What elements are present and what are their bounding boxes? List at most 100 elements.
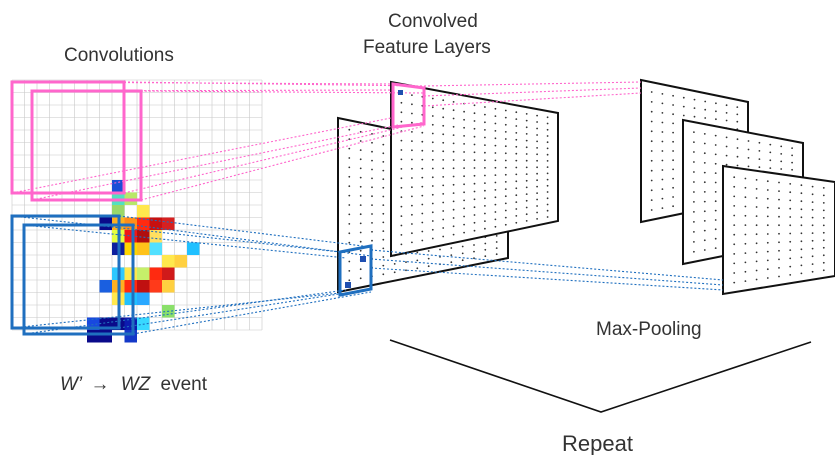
panel-dot [733,214,736,217]
panel-dot [525,153,528,155]
panel-dot [359,240,362,243]
panel-dot [515,138,518,141]
panel-dot [525,199,528,202]
panel-dot [473,112,476,115]
panel-dot [427,265,430,268]
panel-dot [703,133,706,135]
panel-dot [371,230,373,233]
panel-dot [427,257,430,260]
panel-dot [525,206,528,209]
convolved-label-line2: Feature Layers [363,37,491,58]
panel-dot [546,160,549,162]
panel-dot [431,158,434,161]
panel-dot [693,201,695,203]
panel-dot [400,196,403,199]
panel-dot [484,189,486,192]
panel-dot [766,189,769,191]
panel-dot [789,232,792,235]
panel-dot [672,186,674,189]
panel-dot [442,116,445,119]
panel-dot [693,171,695,173]
panel-dot [703,239,706,242]
panel-dot [733,262,736,265]
panel-dot [431,193,434,196]
panel-dot [736,113,739,116]
panel-dot [416,259,419,262]
panel-dot [463,151,465,153]
panel-dot [682,105,685,108]
panel-dot [546,178,549,181]
panel-dot [382,238,385,241]
panel-dot [494,218,497,221]
panel-dot [515,215,518,217]
convolved-label-line1: Convolved [388,11,478,32]
panel-dot [725,112,728,114]
image-cell [162,280,175,293]
panel-dot [714,191,717,193]
panel-dot [371,150,373,153]
panel-dot [744,242,747,245]
panel-dot [359,213,362,216]
panel-dot [452,109,455,112]
panel-dot [515,152,518,155]
panel-dot [733,224,736,227]
panel-dot [536,185,538,188]
image-cell [137,280,150,293]
panel-dot [693,141,695,144]
panel-dot [421,176,424,179]
panel-dot [778,224,780,227]
panel-dot [780,153,783,155]
panel-dot [778,275,780,278]
panel-dot [382,221,385,224]
panel-dot [766,206,769,209]
panel-dot [661,140,664,143]
panel-dot [504,145,507,148]
panel-dot [811,208,814,211]
panel-dot [473,182,476,185]
panel-dot [755,260,758,263]
panel-dot [515,194,518,197]
blue-filter-box-2 [22,223,135,336]
panel-dot [431,167,434,170]
panel-dot [473,167,476,169]
image-cell [124,292,137,305]
panel-dot [661,159,664,162]
panel-dot [463,175,465,178]
panel-dot [744,224,747,227]
repeat-label: Repeat [562,431,633,455]
panel-dot [484,220,486,223]
panel-dot [411,177,413,179]
panel-dot [371,222,373,224]
panel-dot [536,211,538,214]
panel-dot [661,178,664,181]
panel-dot [693,241,695,243]
panel-dot [421,140,424,143]
panel-dot [822,239,825,242]
panel-dot [515,166,518,169]
pink-filter-box-2 [30,89,143,202]
image-cell [124,242,137,255]
panel-dot [811,255,814,258]
panel-dot [382,143,385,146]
panel-dot [348,223,351,225]
panel-dot [661,121,664,124]
panel-dot [515,180,518,183]
panel-dot [504,195,507,198]
panel-dot [504,166,507,169]
panel-dot [682,96,685,99]
panel-dot [650,91,653,93]
panel-dot [411,186,413,189]
panel-dot [431,141,434,144]
panel-dot [411,149,413,152]
panel-dot [766,224,769,227]
panel-dot [473,250,475,253]
panel-dot [822,246,825,249]
panel-dot [504,152,507,155]
panel-dot [515,187,518,190]
panel-dot [703,229,706,232]
panel-dot [755,242,758,245]
panel-dot [736,138,739,141]
panel-dot [693,107,696,109]
panel-dot [536,127,538,130]
repeat-bracket [389,339,812,413]
